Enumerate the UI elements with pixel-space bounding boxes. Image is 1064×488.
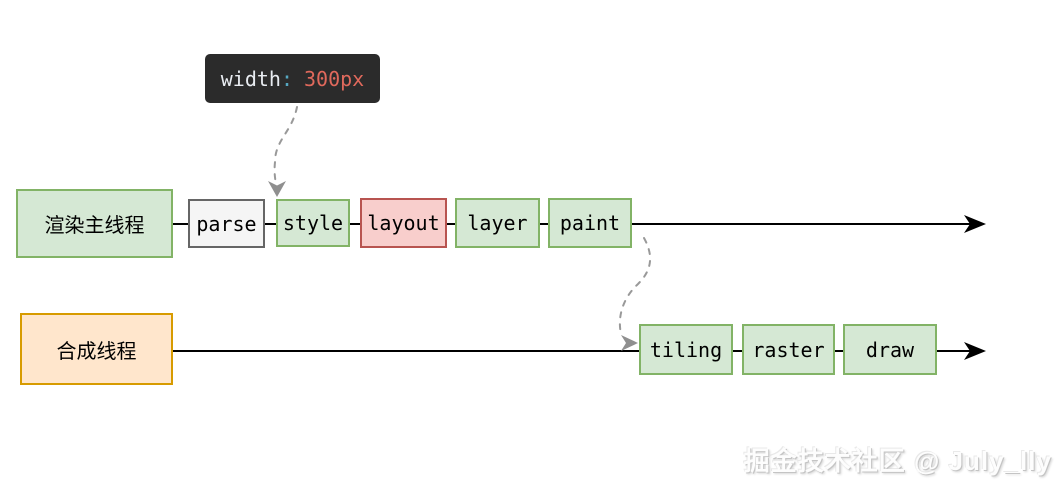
main-thread-arrowhead bbox=[964, 215, 986, 233]
css-colon: : bbox=[280, 66, 294, 91]
tooltip-to-style-arrowhead bbox=[268, 181, 286, 197]
stage-layer: layer bbox=[455, 198, 540, 248]
stage-style: style bbox=[276, 199, 350, 247]
paint-to-tiling-dashed-arrow bbox=[619, 237, 652, 335]
code-tooltip: width:300px bbox=[205, 54, 380, 103]
tooltip-to-style-dashed-arrow bbox=[273, 106, 298, 185]
main-thread-label: 渲染主线程 bbox=[16, 189, 173, 258]
stage-parse: parse bbox=[188, 199, 265, 248]
stage-draw: draw bbox=[843, 324, 937, 375]
stage-tiling: tiling bbox=[639, 324, 733, 375]
compositor-thread-label: 合成线程 bbox=[20, 313, 173, 385]
stage-raster: raster bbox=[742, 324, 835, 375]
paint-to-tiling-arrowhead bbox=[621, 335, 638, 351]
watermark-text: 掘金技术社区 @ July_lly bbox=[743, 446, 1052, 476]
stage-paint: paint bbox=[548, 198, 632, 248]
compositor-thread-arrowhead bbox=[964, 342, 986, 360]
css-property-name: width bbox=[220, 66, 281, 91]
css-property-value: 300px bbox=[304, 66, 365, 91]
stage-layout: layout bbox=[360, 198, 447, 248]
